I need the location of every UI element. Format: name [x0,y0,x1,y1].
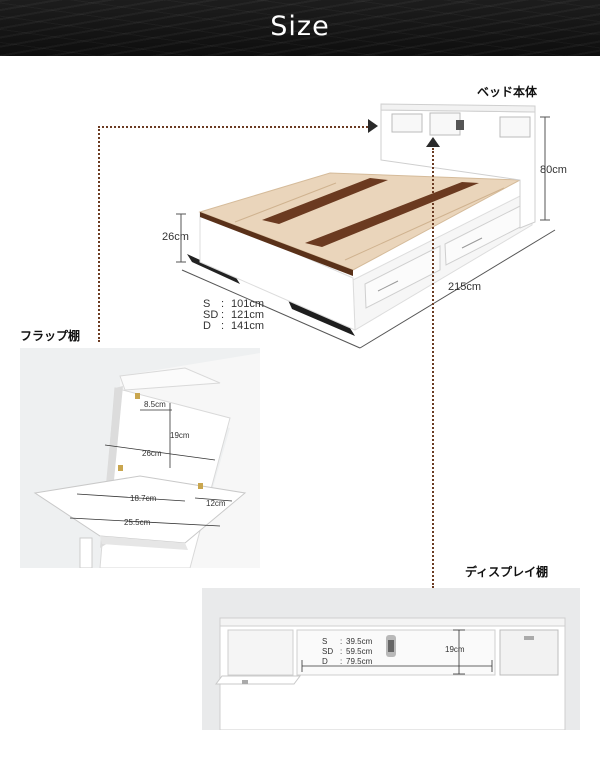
display-width-row: D : 79.5cm [322,657,372,667]
display-width-row: SD : 59.5cm [322,647,372,657]
display-width-row: S : 39.5cm [322,637,372,647]
leader-line-flap-horizontal [98,126,368,128]
bed-width-row: S : 101cm [203,299,264,310]
width-value: 101cm [231,298,265,310]
bed-body-label: ベッド本体 [477,85,538,99]
dimension-lines [176,116,556,349]
separator: : [340,657,343,666]
size-code: SD [203,309,219,321]
arrow-right-icon [368,119,378,133]
bed-length: 215cm [448,281,482,293]
flap-width-inner: 18.7cm [130,494,157,503]
header-banner: Size [0,0,600,56]
flap-depth-open: 12cm [206,499,226,508]
size-code: SD [322,647,334,656]
display-shelf-photo: S : 39.5cm SD : 59.5cm D : 79.5cm 19cm [202,588,580,730]
slat-stripe-2 [305,182,479,247]
flap-depth-top: 8.5cm [144,400,166,409]
page-title: Size [270,11,330,42]
flap-panel [33,475,247,544]
bed-total-height: 80cm [540,164,567,176]
bed-leg [288,300,355,336]
bed-width-row: SD : 121cm [203,310,264,321]
size-code: S [203,298,211,310]
flap-width-front: 25.5cm [124,518,151,527]
separator: : [340,647,343,656]
arrow-up-icon [426,137,440,147]
wood-grain-texture [0,0,600,56]
width-value: 121cm [231,309,265,321]
leader-line-flap-vertical [98,126,100,342]
display-height: 19cm [445,645,465,654]
size-code: D [203,320,211,332]
flap-shelf-label: フラップ棚 [20,329,81,343]
size-code: S [322,637,328,646]
width-value: 59.5cm [346,647,373,656]
flap-height: 19cm [170,431,190,440]
bed-illustration [176,103,556,349]
width-value: 141cm [231,320,265,332]
width-value: 39.5cm [346,637,373,646]
bed-frame-height: 26cm [162,231,189,243]
flap-shelf-photo: 8.5cm 19cm 26cm 12cm 18.7cm 25.5cm [20,348,260,568]
separator: : [221,320,225,332]
size-code: D [322,657,328,666]
flap-shelf-illustration [20,348,260,568]
bed-width-row: D : 141cm [203,321,264,332]
display-shelf-illustration [202,588,580,730]
display-shelf-label: ディスプレイ棚 [465,565,549,579]
flap-width-back: 26cm [142,449,162,458]
separator: : [221,309,225,321]
separator: : [221,298,225,310]
separator: : [340,637,343,646]
display-width-table: S : 39.5cm SD : 59.5cm D : 79.5cm [322,637,372,667]
slat-stripe-1 [262,178,388,224]
width-value: 79.5cm [346,657,373,666]
bed-width-table: S : 101cm SD : 121cm D : 141cm [203,299,264,332]
leader-line-display-vertical [432,148,434,588]
